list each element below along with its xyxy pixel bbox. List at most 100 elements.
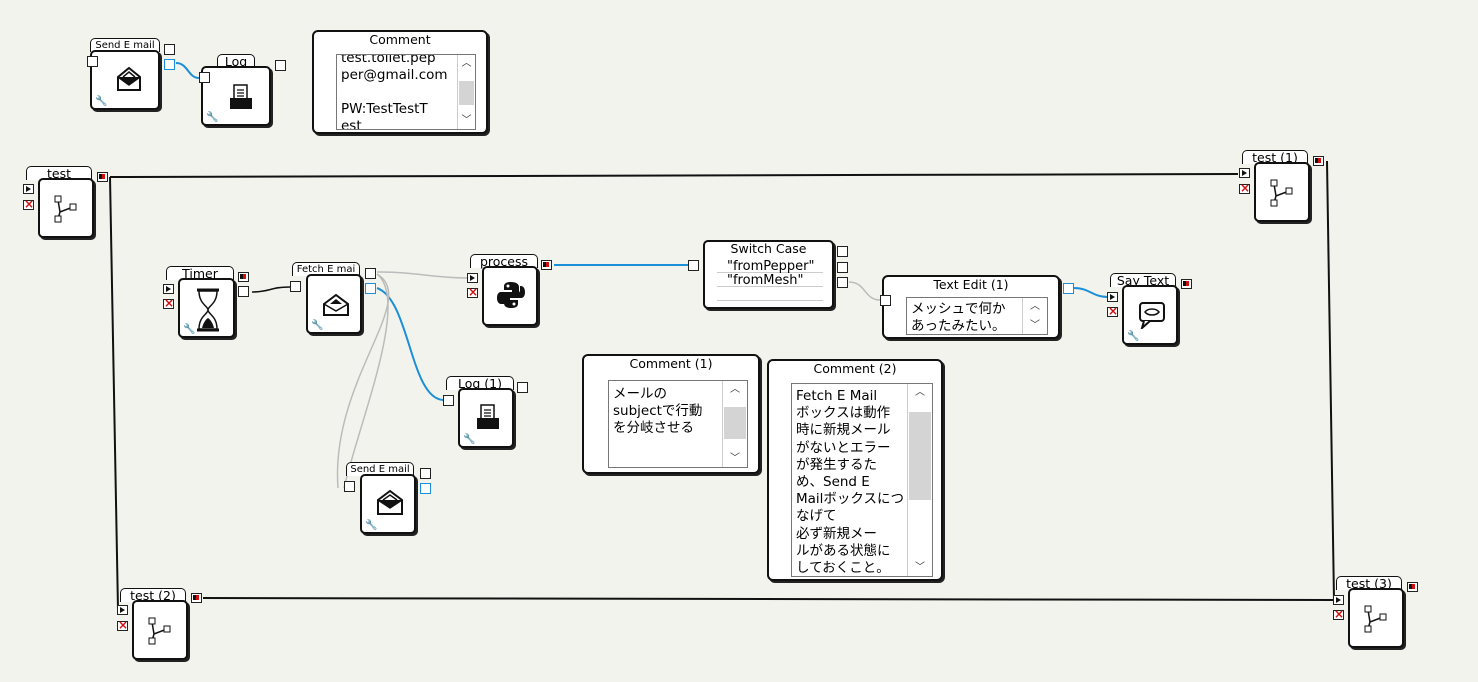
output-port[interactable]	[1063, 283, 1074, 294]
scrollbar[interactable]: ︿ ﹀	[457, 55, 475, 129]
start-port[interactable]	[467, 273, 478, 283]
case-row[interactable]	[717, 288, 823, 301]
start-port[interactable]	[117, 605, 128, 615]
scroll-thumb[interactable]	[459, 81, 474, 105]
timer-body[interactable]: 🔧	[178, 278, 235, 338]
input-port[interactable]	[443, 395, 454, 406]
input-port[interactable]	[87, 56, 98, 67]
output-port[interactable]	[837, 277, 848, 288]
stop-port[interactable]	[1239, 181, 1250, 195]
printer-icon	[230, 84, 252, 109]
comment-textarea[interactable]: Fetch E Mail ボックスは動作 時に新規メール がないとエラー が発生…	[791, 383, 933, 577]
stop-port[interactable]	[1107, 304, 1118, 318]
test2-body[interactable]	[132, 600, 188, 660]
stop-port[interactable]	[163, 296, 174, 310]
comment-text: Fetch E Mail ボックスは動作 時に新規メール がないとエラー が発生…	[796, 388, 905, 577]
output-port[interactable]	[275, 60, 286, 71]
output-port[interactable]	[164, 44, 175, 55]
scrollbar[interactable]: ︿ ﹀	[907, 384, 932, 576]
output-port[interactable]	[365, 283, 376, 294]
scroll-down-icon[interactable]: ﹀	[915, 562, 925, 573]
wrench-icon[interactable]: 🔧	[365, 520, 378, 531]
comment-body[interactable]: Comment (2) Fetch E Mail ボックスは動作 時に新規メール…	[767, 359, 943, 581]
scroll-up-icon[interactable]: ︿	[730, 384, 740, 395]
start-port[interactable]	[1239, 168, 1250, 178]
test3-body[interactable]	[1348, 588, 1404, 648]
case-row[interactable]: "fromPepper"	[717, 260, 823, 273]
scroll-down-icon[interactable]: ﹀	[461, 115, 472, 126]
comment-textarea[interactable]: メールの subjectで行動 を分岐させる ︿ ﹀	[608, 380, 748, 468]
stop-port[interactable]	[1333, 607, 1344, 621]
send-email-body[interactable]: 🔧	[360, 474, 416, 534]
output-port[interactable]	[365, 268, 376, 279]
output-port[interactable]	[420, 483, 431, 494]
test1-body[interactable]	[1254, 162, 1310, 222]
test-body[interactable]	[38, 178, 94, 238]
scroll-thumb[interactable]	[909, 412, 931, 500]
wrench-icon[interactable]: 🔧	[206, 112, 219, 123]
say-text-body[interactable]: 🔧	[1122, 285, 1178, 345]
fetch-email-body[interactable]: 🔧	[306, 274, 362, 334]
case-row[interactable]: "fromMesh"	[717, 274, 823, 287]
comment-body[interactable]: Comment (1) メールの subjectで行動 を分岐させる ︿ ﹀	[582, 354, 760, 474]
wrench-icon[interactable]: 🔧	[95, 96, 108, 107]
diagram-icon	[1364, 605, 1387, 633]
text-edit-body[interactable]: Text Edit (1) メッシュで何か あったみたい。 ︿ ﹀	[882, 275, 1060, 339]
output-port[interactable]	[837, 262, 848, 273]
scroll-down-icon[interactable]: ﹀	[1030, 320, 1040, 331]
output-port[interactable]	[837, 246, 848, 257]
box-title: Comment (1)	[629, 356, 713, 371]
scroll-thumb[interactable]	[724, 407, 746, 439]
wire-test-to-test2	[109, 176, 119, 611]
stop-port[interactable]	[467, 285, 478, 299]
input-port[interactable]	[290, 281, 301, 292]
send-email-body[interactable]: 🔧	[90, 50, 160, 110]
output-port[interactable]	[541, 260, 552, 270]
output-port[interactable]	[1313, 156, 1324, 166]
start-port[interactable]	[1107, 292, 1118, 302]
input-port[interactable]	[199, 72, 210, 83]
box-title: Fetch E mai	[292, 262, 360, 276]
wrench-icon[interactable]: 🔧	[311, 320, 324, 331]
output-port[interactable]	[420, 468, 431, 479]
wrench-icon[interactable]: 🔧	[183, 324, 196, 335]
comment-body[interactable]: Comment test.toilet.pep per@gmail.com PW…	[312, 30, 488, 134]
input-port[interactable]	[880, 295, 891, 306]
scrollbar[interactable]: ︿ ﹀	[1022, 298, 1047, 334]
input-port[interactable]	[688, 260, 699, 271]
start-port[interactable]	[23, 184, 34, 194]
output-port[interactable]	[164, 59, 175, 70]
process-body[interactable]	[482, 266, 538, 326]
output-port[interactable]	[238, 286, 249, 297]
wrench-icon[interactable]: 🔧	[1127, 331, 1140, 342]
output-port[interactable]	[191, 593, 202, 603]
log1-body[interactable]: 🔧	[458, 388, 514, 448]
wire-switch-to-textedit	[848, 281, 881, 301]
output-port[interactable]	[97, 172, 108, 182]
stop-port[interactable]	[117, 618, 128, 632]
scroll-up-icon[interactable]: ︿	[461, 58, 472, 69]
scroll-down-icon[interactable]: ﹀	[730, 453, 740, 464]
wrench-icon[interactable]: 🔧	[463, 434, 476, 445]
stop-port[interactable]	[23, 197, 34, 211]
text-edit-textarea[interactable]: メッシュで何か あったみたい。 ︿ ﹀	[906, 297, 1048, 335]
log-body[interactable]: 🔧	[201, 66, 271, 126]
box-title: Timer	[166, 266, 234, 281]
scrollbar[interactable]: ︿ ﹀	[722, 381, 747, 467]
scroll-up-icon[interactable]: ︿	[915, 387, 925, 398]
input-port[interactable]	[344, 481, 355, 492]
output-port[interactable]	[238, 272, 249, 282]
output-port[interactable]	[517, 382, 528, 393]
start-port[interactable]	[163, 284, 174, 294]
python-icon	[497, 282, 525, 308]
switch-case-body[interactable]: Switch Case "fromPepper" "fromMesh"	[703, 240, 834, 309]
box-title: Send E mail	[346, 462, 414, 476]
comment-textarea[interactable]: test.toilet.pep per@gmail.com PW:TestTes…	[336, 54, 476, 130]
box-title: test (2)	[120, 588, 186, 603]
start-port[interactable]	[1333, 595, 1344, 605]
scroll-up-icon[interactable]: ︿	[1030, 301, 1040, 312]
output-port[interactable]	[1407, 582, 1418, 592]
diagram-icon	[148, 617, 171, 645]
case-list[interactable]: "fromPepper" "fromMesh"	[717, 260, 823, 302]
output-port[interactable]	[1181, 279, 1192, 289]
